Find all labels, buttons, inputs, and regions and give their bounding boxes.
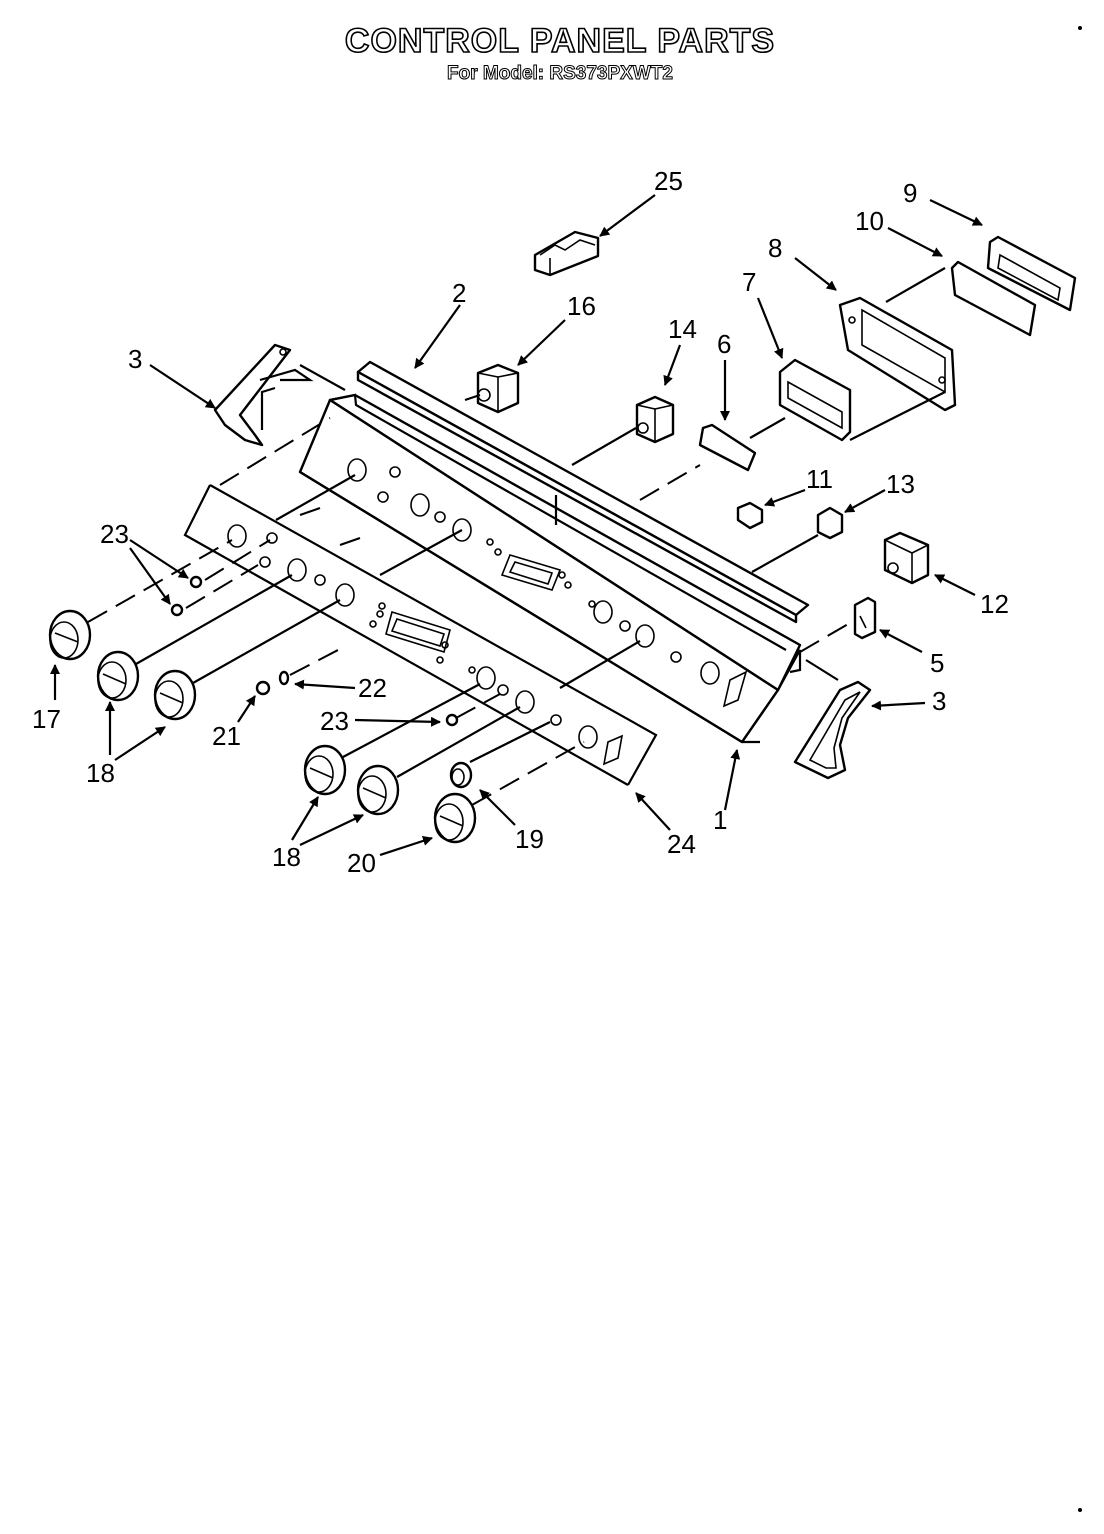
screw-part-23-a xyxy=(189,575,203,589)
diagram-title: CONTROL PANEL PARTS xyxy=(344,21,776,61)
end-cap-left-part-3 xyxy=(213,343,314,447)
callout-3-left: 3 xyxy=(128,344,142,374)
callout-10: 10 xyxy=(855,206,884,236)
rocker-switch-part-5 xyxy=(853,596,877,640)
callout-9: 9 xyxy=(903,178,917,208)
console-holes xyxy=(347,458,748,708)
callout-21: 21 xyxy=(212,721,241,751)
trim-strip-part-2 xyxy=(356,360,810,624)
callout-7: 7 xyxy=(742,267,756,297)
screw-part-23-c xyxy=(445,713,459,727)
overlay-holes xyxy=(227,524,624,766)
callout-12: 12 xyxy=(980,589,1009,619)
callout-14: 14 xyxy=(668,314,697,344)
switch-part-12 xyxy=(883,531,930,585)
callout-24: 24 xyxy=(667,829,696,859)
display-window-part-9 xyxy=(986,235,1077,312)
terminal-block-part-25 xyxy=(533,230,600,277)
callout-5: 5 xyxy=(930,648,944,678)
lens-part-10 xyxy=(950,260,1037,337)
connector-part-11 xyxy=(736,501,764,530)
callout-labels: 25 9 10 8 2 16 14 7 6 3 11 13 23 12 5 3 … xyxy=(32,166,1009,878)
callout-18-bottom: 18 xyxy=(272,842,301,872)
callout-23-lower: 23 xyxy=(320,706,349,736)
callout-3-right: 3 xyxy=(932,686,946,716)
switch-part-14 xyxy=(635,395,675,444)
callout-23-upper: 23 xyxy=(100,519,129,549)
knob-part-20 xyxy=(433,792,477,844)
knob-part-19 xyxy=(449,761,473,789)
callout-8: 8 xyxy=(768,233,782,263)
knob-part-18-lower xyxy=(303,744,347,796)
callout-6: 6 xyxy=(717,329,731,359)
knob-part-18-mid xyxy=(153,669,197,721)
scan-speck xyxy=(1078,1508,1082,1512)
console-part-1 xyxy=(298,393,802,744)
callout-22: 22 xyxy=(358,673,387,703)
callout-18-left: 18 xyxy=(86,758,115,788)
washer-part-22 xyxy=(278,670,290,686)
callout-11: 11 xyxy=(806,464,833,494)
screw-part-23-b xyxy=(170,603,184,617)
diagram-subtitle: For Model: RS373PXWT2 xyxy=(447,63,674,85)
knob-part-18-bottom xyxy=(356,764,400,816)
knob-part-17 xyxy=(48,609,92,661)
display-board-part-6 xyxy=(698,423,757,472)
callout-20: 20 xyxy=(347,848,376,878)
callout-arrows xyxy=(50,194,983,857)
callout-16: 16 xyxy=(567,291,596,321)
bracket-part-7 xyxy=(778,358,852,442)
callout-2: 2 xyxy=(452,278,466,308)
switch-part-16 xyxy=(476,363,520,414)
screw-part-21 xyxy=(255,680,271,696)
end-cap-right-part-3 xyxy=(793,680,872,780)
callout-25: 25 xyxy=(654,166,683,196)
callout-19: 19 xyxy=(515,824,544,854)
callout-13: 13 xyxy=(886,469,915,499)
knob-part-18-upper xyxy=(96,650,140,702)
scan-speck xyxy=(1078,26,1082,30)
callout-17: 17 xyxy=(32,704,61,734)
overlay-panel-part-24 xyxy=(183,484,658,786)
relay-part-13 xyxy=(816,506,844,540)
callout-1: 1 xyxy=(713,805,727,835)
mounting-bracket-part-8 xyxy=(838,296,957,412)
